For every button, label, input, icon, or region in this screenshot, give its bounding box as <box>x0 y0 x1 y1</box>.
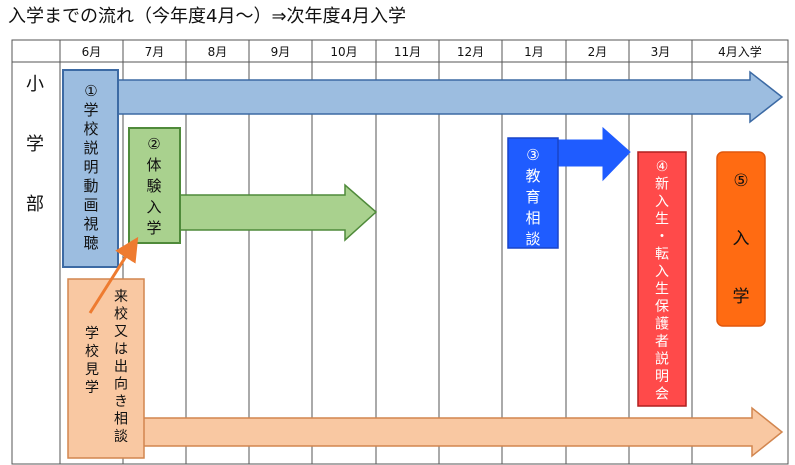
month-label: 12月 <box>457 45 484 59</box>
arrow-peach-long <box>139 406 784 458</box>
month-label: 1月 <box>524 45 544 59</box>
visit-consult-label: 来校又は出向き相談 <box>114 289 128 445</box>
month-label: 11月 <box>394 45 421 59</box>
month-label: 9月 <box>271 45 291 59</box>
page-title: 入学までの流れ（今年度4月～）⇒次年度4月入学 <box>8 6 406 27</box>
s7-text: 来校又は出向き相談 <box>114 289 128 445</box>
step-4-box <box>637 151 687 407</box>
row-label-text: 小学部 <box>26 74 44 215</box>
visit-consult-box <box>67 278 145 459</box>
timeline-grid <box>11 39 789 465</box>
step-1-box <box>62 69 119 268</box>
connector-arrow <box>88 236 139 314</box>
step-2-box <box>128 127 181 244</box>
arrow-blue-long <box>117 70 784 124</box>
month-label: 3月 <box>651 45 671 59</box>
arrow-green <box>177 183 378 242</box>
step-3-box <box>507 137 559 249</box>
month-label: 7月 <box>145 45 165 59</box>
step-5-box <box>716 151 766 327</box>
month-label: 2月 <box>588 45 608 59</box>
month-header: 6月 7月 8月 9月 10月 11月 12月 1月 2月 3月 4月入学 <box>82 44 762 59</box>
row-label-elementary: 小学部 <box>26 74 44 215</box>
s6-text: 学校見学 <box>85 326 99 396</box>
month-label: 10月 <box>330 45 357 59</box>
month-label: 6月 <box>82 45 102 59</box>
month-label: 8月 <box>208 45 228 59</box>
school-visit-label: 学校見学 <box>85 326 99 396</box>
month-label: 4月入学 <box>718 44 762 59</box>
arrow-deep-blue <box>555 126 631 182</box>
